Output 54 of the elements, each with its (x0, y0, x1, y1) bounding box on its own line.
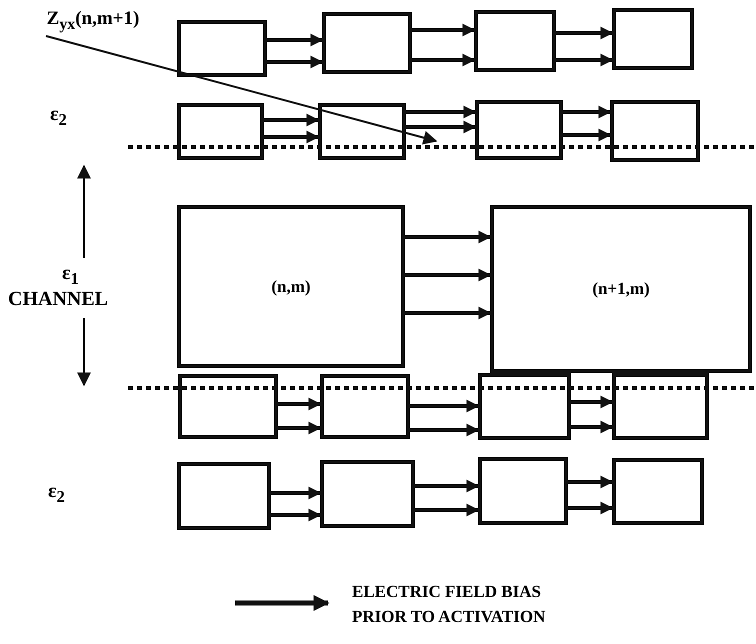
region-label: ε$_{2}$ (50, 103, 67, 130)
field-arrow (410, 424, 480, 436)
field-arrow (405, 230, 492, 244)
field-arrow (556, 26, 614, 40)
field-arrow (406, 120, 476, 134)
field-arrow (271, 486, 322, 500)
field-arrow (568, 502, 614, 514)
cell-box (478, 373, 571, 440)
field-arrow (571, 420, 614, 434)
field-arrow (278, 422, 322, 434)
cell-box (320, 460, 415, 528)
field-arrow (415, 504, 480, 516)
cell-box (318, 103, 406, 160)
field-arrow (410, 400, 480, 412)
leader-line (46, 35, 438, 144)
cell-box (610, 100, 700, 162)
cell-box (475, 100, 563, 160)
cell-box (177, 205, 405, 368)
cell-box (177, 103, 264, 160)
field-arrow (264, 114, 320, 126)
field-arrow (406, 106, 476, 118)
cell-box (177, 462, 271, 530)
cell-label: (n+1,m) (592, 279, 650, 299)
field-arrow (405, 268, 492, 282)
legend-text: ELECTRIC FIELD BIAS PRIOR TO ACTIVATION (352, 581, 546, 628)
cell-box (320, 374, 410, 439)
cell-box (474, 10, 556, 72)
cell-box (612, 373, 709, 440)
cell-box (490, 205, 752, 373)
cell-box (612, 8, 694, 70)
field-arrow (412, 54, 476, 66)
cell-label: (n,m) (271, 276, 311, 296)
cell-box (478, 457, 568, 525)
cell-box (612, 458, 704, 525)
cell-box (178, 374, 278, 439)
cell-label: Z$_{yx}$(n,m+1) (46, 8, 140, 34)
region-label: ε$_{1}$ (62, 262, 79, 289)
field-arrow (278, 398, 322, 410)
field-arrow (412, 24, 476, 36)
field-arrow (267, 56, 324, 68)
cell-box (177, 20, 267, 77)
region-label: ε$_{2}$ (48, 480, 65, 507)
field-arrow (415, 480, 480, 492)
field-arrow (563, 128, 612, 142)
field-arrow (568, 476, 614, 488)
region-label: CHANNEL (8, 288, 108, 311)
field-arrow (571, 396, 614, 408)
field-arrow (405, 306, 492, 320)
field-arrow (563, 106, 612, 118)
cell-box (322, 12, 412, 74)
field-arrow (556, 54, 614, 66)
field-arrow (264, 130, 320, 144)
field-arrow (267, 34, 324, 46)
field-arrow (271, 508, 322, 522)
